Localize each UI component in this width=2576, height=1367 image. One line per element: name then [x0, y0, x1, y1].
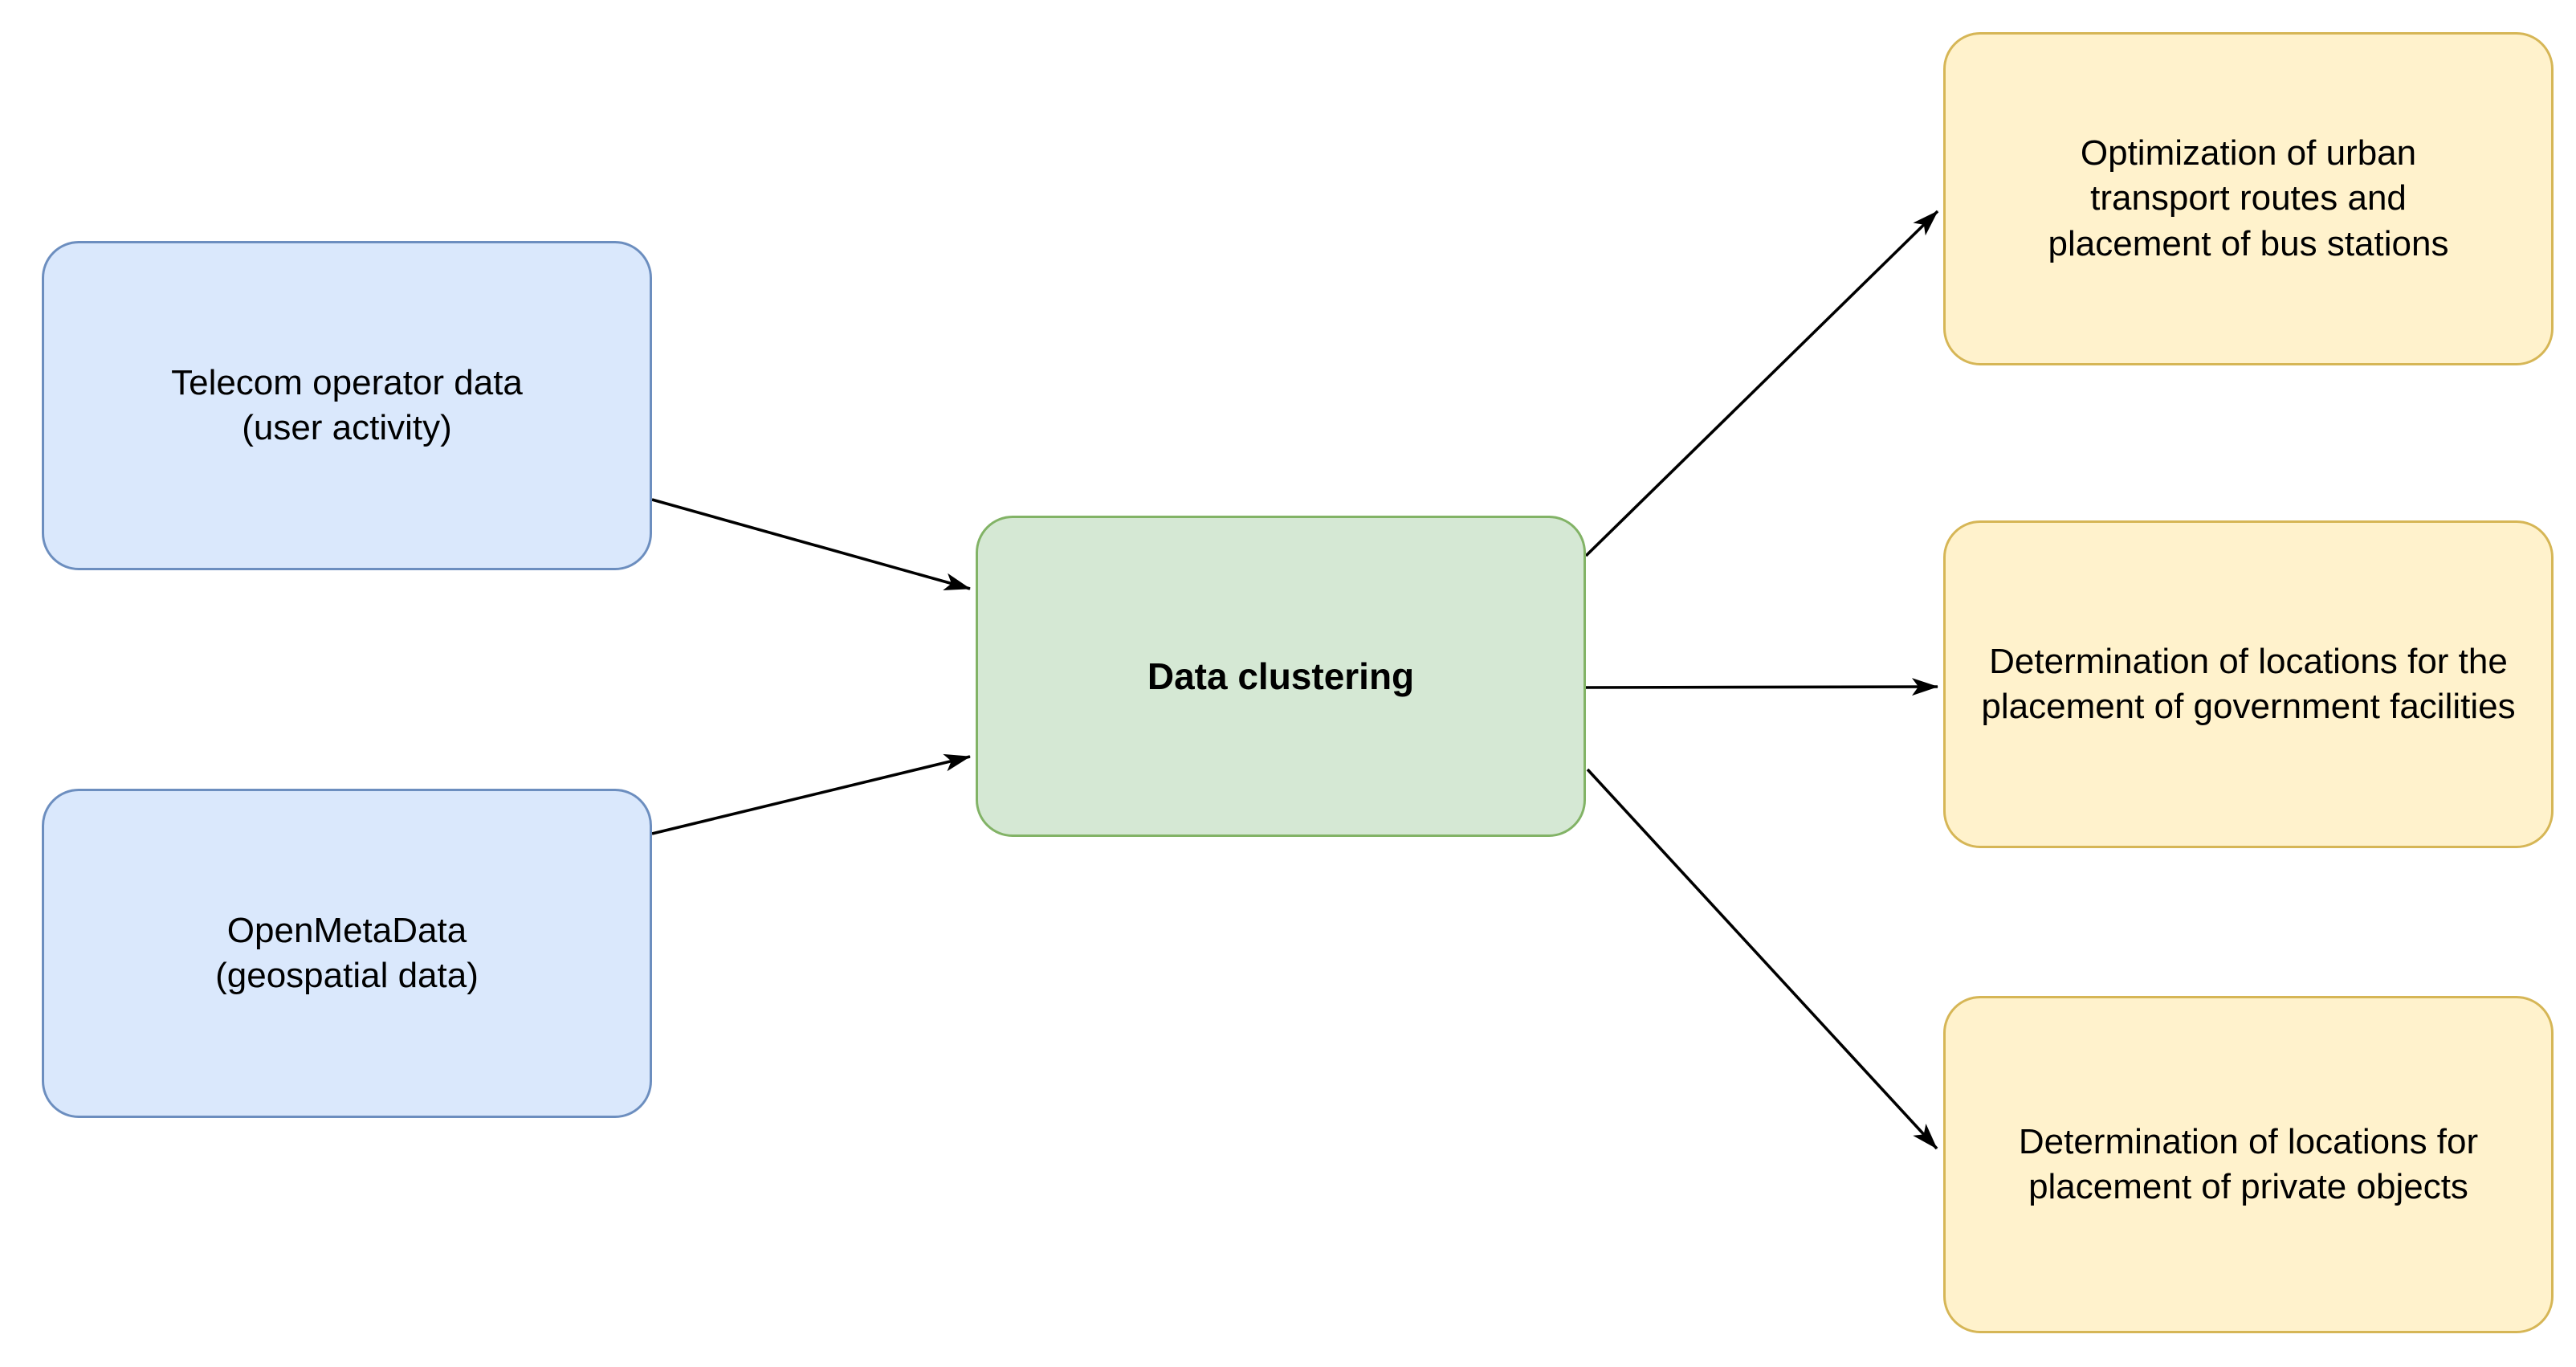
node-openmetadata: OpenMetaData (geospatial data): [42, 789, 652, 1118]
edge-clustering-to-private: [1586, 768, 1938, 1150]
node-private-objects-locations-label: Determination of locations for placement…: [2018, 1121, 2479, 1206]
node-telecom-operator-data: Telecom operator data (user activity): [42, 241, 652, 570]
node-data-clustering-label: Data clustering: [1147, 655, 1415, 697]
edge-clustering-to-transport: [1584, 210, 1939, 557]
node-telecom-operator-data-label: Telecom operator data (user activity): [171, 362, 523, 447]
node-government-facilities-locations: Determination of locations for the place…: [1943, 520, 2554, 848]
edge-clustering-to-government: [1585, 678, 1938, 696]
node-openmetadata-label: OpenMetaData (geospatial data): [215, 910, 479, 995]
node-private-objects-locations: Determination of locations for placement…: [1943, 996, 2554, 1333]
edge-telecom-to-clustering: [651, 498, 971, 590]
node-transport-routes-optimization-label: Optimization of urban transport routes a…: [2048, 133, 2449, 263]
edge-openmetadata-to-clustering: [651, 753, 971, 835]
node-transport-routes-optimization: Optimization of urban transport routes a…: [1943, 32, 2554, 365]
node-government-facilities-locations-label: Determination of locations for the place…: [1981, 641, 2516, 726]
node-data-clustering: Data clustering: [976, 516, 1586, 837]
